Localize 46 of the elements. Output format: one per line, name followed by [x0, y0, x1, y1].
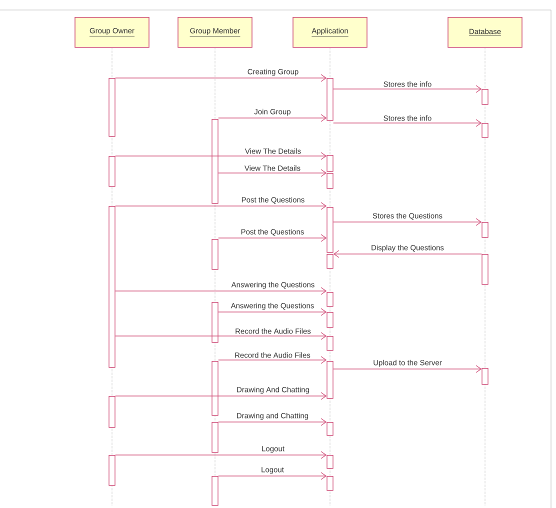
activation-bar: [212, 119, 218, 204]
activation-bar: [482, 368, 488, 385]
message-arrow: [115, 152, 327, 160]
message-arrow: [333, 218, 482, 226]
activation-bar: [108, 206, 116, 368]
message-arrow: [218, 169, 327, 177]
message-arrow: [115, 74, 327, 82]
activation-bar: [482, 254, 488, 285]
message-arrow: [333, 119, 482, 127]
message-arrow: [218, 418, 327, 426]
activation-bar: [326, 361, 334, 399]
message-arrow: [333, 365, 482, 373]
message-arrow: [218, 472, 327, 480]
activation-bar: [108, 78, 116, 137]
activation-bar: [108, 455, 116, 486]
message-arrow: [115, 392, 327, 400]
activation-bar: [108, 396, 116, 428]
message-arrow: [333, 85, 482, 93]
message-arrow: [218, 308, 327, 316]
activation-bar: [212, 302, 218, 343]
activation-bar: [326, 292, 334, 307]
activation-bar: [326, 78, 334, 121]
message-arrow: [218, 356, 327, 364]
activation-bar: [326, 476, 334, 491]
activation-bar: [326, 312, 334, 328]
message-arrow: [115, 332, 327, 340]
activation-bar: [108, 156, 116, 187]
message-arrow: [333, 250, 482, 258]
activation-bar: [326, 155, 334, 172]
activation-bar: [482, 222, 488, 238]
message-arrow: [115, 287, 327, 295]
message-arrow: [218, 114, 327, 122]
activation-bar: [326, 455, 334, 469]
activation-bar: [212, 239, 218, 270]
activation-bar: [212, 422, 218, 453]
activation-bar: [212, 476, 218, 506]
message-arrow: [115, 451, 327, 459]
activation-bar: [212, 361, 218, 416]
activation-bar: [482, 89, 488, 105]
activation-bar: [482, 123, 488, 138]
activation-bar: [326, 254, 334, 269]
message-arrow: [115, 202, 327, 210]
activation-bar: [326, 173, 334, 189]
message-arrow: [218, 234, 327, 242]
activation-bar: [326, 422, 334, 436]
activation-bar: [326, 336, 334, 351]
